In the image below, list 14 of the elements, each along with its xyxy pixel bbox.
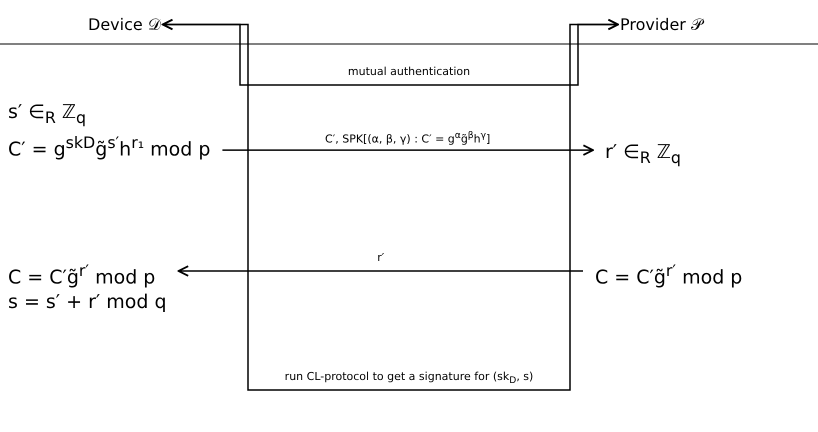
formula-text: s′ ∈$_{R}$ ℤ$_{q}$ — [8, 100, 88, 129]
party-heading: Provider 𝒫 — [620, 14, 703, 36]
arrow — [222, 144, 594, 156]
formula-text: s = s′ + r′ mod q — [8, 290, 167, 316]
edge-label: r′ — [375, 251, 386, 264]
formula-text: C′ = g$^{skD}$g̃$^{s′}$h$^{r₁}$ mod p — [8, 132, 210, 162]
arrow — [162, 18, 619, 391]
edge-label: mutual authentication — [346, 65, 472, 78]
formula-text: C = C′g̃$^{r′}$ mod p — [8, 260, 156, 290]
party-heading: Device 𝒟 — [88, 14, 161, 36]
formula-text: r′ ∈$_{R}$ ℤ$_{q}$ — [605, 140, 681, 169]
edge-label: C′, SPK[(α, β, γ) : C′ = g$^{α}$g̃$^{β}$h$^{γ}$] — [323, 130, 492, 146]
arrow — [178, 265, 583, 277]
formula-text: C = C′g̃$^{r′}$ mod p — [595, 260, 742, 290]
